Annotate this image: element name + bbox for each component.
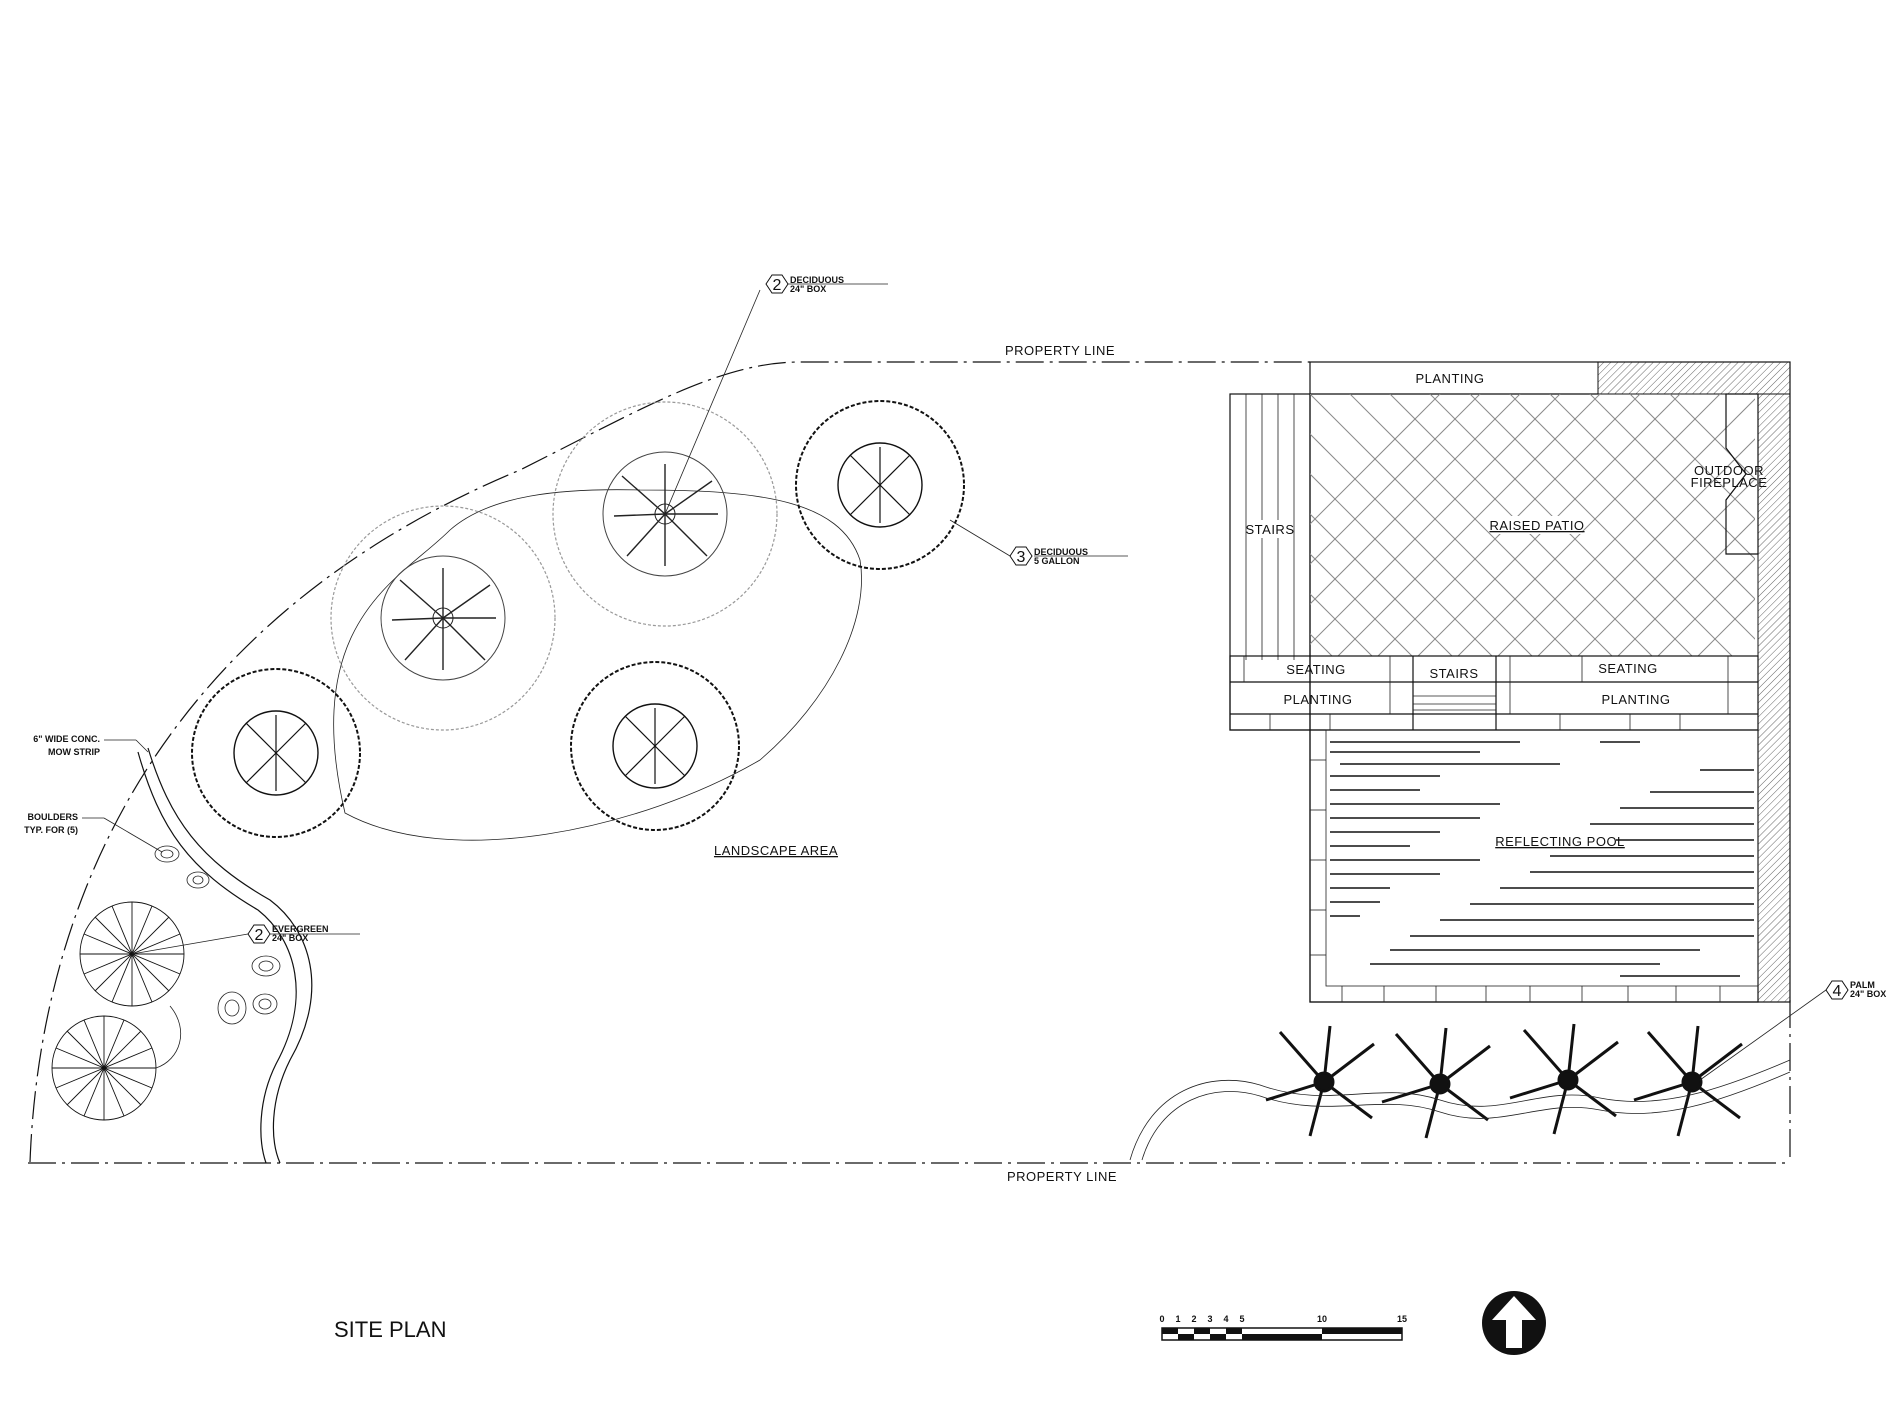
property-line-label-top: PROPERTY LINE bbox=[1005, 343, 1115, 358]
planting-right-label: PLANTING bbox=[1601, 692, 1670, 707]
boulders bbox=[154, 845, 281, 1025]
planting-top-label: PLANTING bbox=[1415, 371, 1484, 386]
callout-palm: 4 PALM 24" BOX bbox=[1699, 980, 1886, 1081]
callout-deciduous-box-line1: DECIDUOUS bbox=[790, 275, 844, 285]
seating-right-label: SEATING bbox=[1598, 661, 1658, 676]
scale-tick-10: 10 bbox=[1317, 1314, 1327, 1324]
north-arrow-icon bbox=[1482, 1291, 1546, 1355]
raised-patio-structure: PLANTING STAIRS bbox=[1229, 361, 1791, 1003]
planting-left-label: PLANTING bbox=[1283, 692, 1352, 707]
boulders-line2: TYP. FOR (5) bbox=[24, 825, 78, 835]
callout-deciduous-box-line2: 24" BOX bbox=[790, 284, 826, 294]
scale-tick-3: 3 bbox=[1207, 1314, 1212, 1324]
scale-tick-1: 1 bbox=[1175, 1314, 1180, 1324]
note-boulders: BOULDERS TYP. FOR (5) bbox=[24, 812, 163, 853]
property-line-label-bottom: PROPERTY LINE bbox=[1007, 1169, 1117, 1184]
seating-left-label: SEATING bbox=[1286, 662, 1346, 677]
patio-paving-grid bbox=[1310, 394, 1755, 656]
outdoor-fireplace-label-1: OUTDOOR bbox=[1694, 463, 1764, 478]
callout-evergreen-line2: 24" BOX bbox=[272, 933, 308, 943]
deciduous-tree-small-2 bbox=[191, 668, 361, 838]
deciduous-tree-small-3 bbox=[570, 661, 740, 831]
scale-tick-0: 0 bbox=[1159, 1314, 1164, 1324]
callout-palm-line1: PALM bbox=[1850, 980, 1875, 990]
landscape-area: LANDSCAPE AREA bbox=[51, 400, 1791, 1164]
pool-water-hatch bbox=[1330, 741, 1754, 977]
callout-palm-qty: 4 bbox=[1833, 983, 1842, 1000]
deciduous-tree-small-1 bbox=[795, 400, 965, 570]
note-mow-strip: 6" WIDE CONC. MOW STRIP bbox=[33, 734, 149, 757]
callout-deciduous-gallon: 3 DECIDUOUS 5 GALLON bbox=[949, 519, 1128, 566]
scale-tick-4: 4 bbox=[1223, 1314, 1228, 1324]
drawing-title: SITE PLAN bbox=[334, 1317, 446, 1342]
palm-tree-2 bbox=[1381, 1027, 1491, 1139]
callout-evergreen-line1: EVERGREEN bbox=[272, 924, 329, 934]
stairs-center-label: STAIRS bbox=[1430, 666, 1479, 681]
mow-strip-line2: MOW STRIP bbox=[48, 747, 100, 757]
scale-bar: 0 1 2 3 4 5 10 15 bbox=[1159, 1314, 1407, 1341]
callout-deciduous-gallon-qty: 3 bbox=[1017, 549, 1026, 566]
property-lines: PROPERTY LINE PROPERTY LINE bbox=[28, 343, 1791, 1184]
mow-strip-line1: 6" WIDE CONC. bbox=[33, 734, 100, 744]
scale-tick-15: 15 bbox=[1397, 1314, 1407, 1324]
callout-deciduous-box: 2 DECIDUOUS 24" BOX bbox=[664, 274, 888, 515]
callout-deciduous-box-qty: 2 bbox=[773, 277, 782, 294]
raised-patio-label: RAISED PATIO bbox=[1489, 518, 1584, 533]
deciduous-tree-large-1 bbox=[330, 505, 556, 731]
callout-deciduous-gallon-line2: 5 GALLON bbox=[1034, 556, 1080, 566]
pool-edge-pavers bbox=[1310, 759, 1721, 1002]
reflecting-pool-label: REFLECTING POOL bbox=[1495, 834, 1625, 849]
boulders-line1: BOULDERS bbox=[27, 812, 78, 822]
landscape-area-label: LANDSCAPE AREA bbox=[714, 843, 838, 858]
callout-evergreen-qty: 2 bbox=[255, 927, 264, 944]
scale-tick-2: 2 bbox=[1191, 1314, 1196, 1324]
deciduous-tree-large-2 bbox=[552, 401, 778, 627]
callout-evergreen: 2 EVERGREEN 24" BOX bbox=[131, 924, 360, 955]
evergreen-tree-2 bbox=[51, 1015, 157, 1121]
scale-tick-5: 5 bbox=[1239, 1314, 1244, 1324]
palm-tree-4 bbox=[1633, 1025, 1743, 1137]
outdoor-fireplace-label-2: FIREPLACE bbox=[1691, 475, 1768, 490]
stairs-left-label: STAIRS bbox=[1246, 522, 1295, 537]
callout-palm-line2: 24" BOX bbox=[1850, 989, 1886, 999]
callout-deciduous-gallon-line1: DECIDUOUS bbox=[1034, 547, 1088, 557]
palm-tree-3 bbox=[1509, 1023, 1619, 1135]
palm-tree-1 bbox=[1265, 1025, 1375, 1137]
